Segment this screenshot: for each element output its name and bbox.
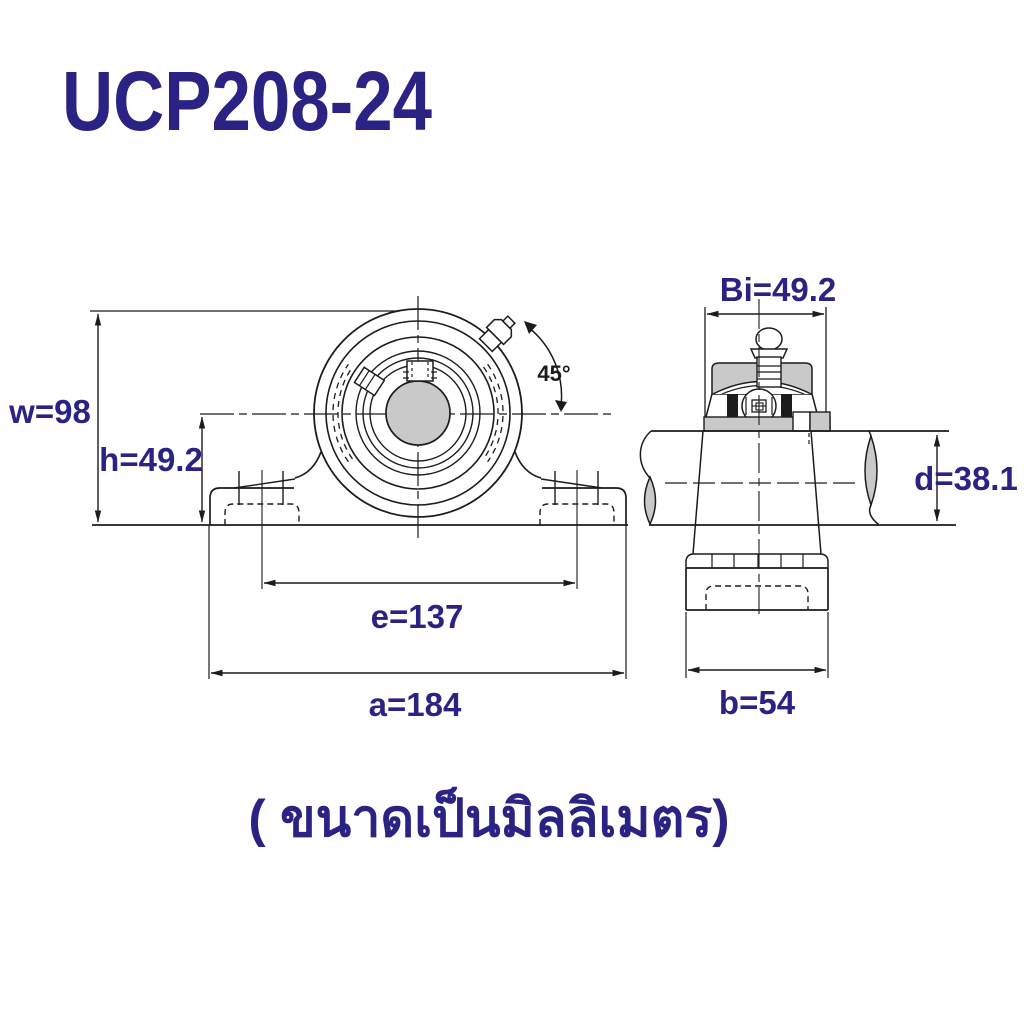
- dim-label-bi: Bi=49.2: [720, 271, 837, 308]
- locking-collar: [792, 411, 811, 432]
- set-screw-top: [403, 360, 437, 382]
- front-dimensions: w=98 h=49.2 e=137 a=184: [8, 310, 627, 723]
- shaft-bore: [385, 380, 451, 446]
- side-pedestal-base: [685, 430, 829, 611]
- angle-arrow-bottom: [555, 400, 567, 412]
- set-screw-lower: [353, 366, 386, 397]
- shaft: [639, 430, 956, 526]
- grease-nipple-icon: [749, 327, 789, 359]
- side-view: [639, 299, 956, 614]
- dim-label-a: a=184: [369, 686, 462, 723]
- caption-units: ( ขนาดเป็นมิลลิเมตร): [248, 787, 729, 848]
- dim-label-d: d=38.1: [914, 460, 1018, 497]
- part-number-title: UCP208-24: [62, 54, 432, 148]
- side-dimensions: Bi=49.2 d=38.1 b=54: [685, 271, 1018, 721]
- front-bearing-circles: [313, 308, 523, 518]
- front-view: 45°: [92, 296, 628, 589]
- shaft-break-left: [643, 475, 657, 526]
- seal-left: [727, 394, 738, 417]
- dim-label-b: b=54: [719, 684, 796, 721]
- angle-label: 45°: [537, 361, 570, 386]
- front-housing-base: [92, 451, 628, 589]
- dim-label-e: e=137: [371, 598, 464, 635]
- angle-annotation: 45°: [524, 321, 571, 412]
- dim-label-w: w=98: [8, 393, 91, 430]
- grease-fitting-icon: [478, 315, 516, 353]
- dim-label-h: h=49.2: [99, 441, 203, 478]
- angle-arrow-top: [524, 321, 537, 334]
- shaft-break-right: [864, 433, 878, 508]
- seal-right: [781, 394, 792, 417]
